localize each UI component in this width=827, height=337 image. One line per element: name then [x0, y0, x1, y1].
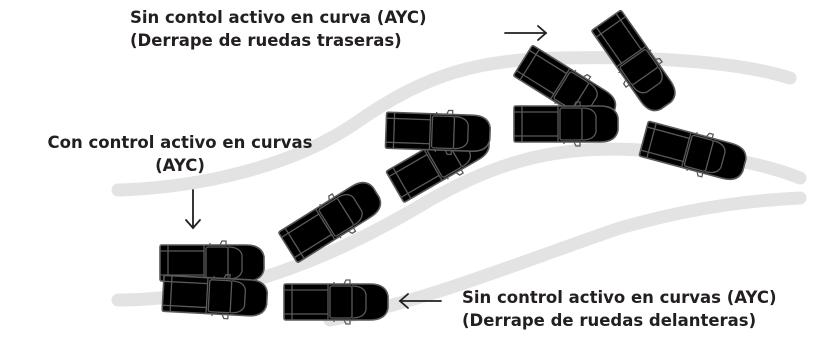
caption-understeer-line2: (Derrape de ruedas delanteras)	[462, 311, 757, 330]
truck-oversteer-ghost-1	[384, 107, 492, 157]
road-lower-curve	[323, 191, 807, 327]
caption-oversteer: Sin contol activo en curva (AYC) (Derrap…	[130, 6, 427, 52]
truck-oversteer-2	[637, 116, 751, 188]
arrow-right-icon	[504, 25, 548, 41]
road-upper-curve	[111, 51, 797, 197]
caption-oversteer-line1: Sin contol activo en curva (AYC)	[130, 8, 427, 27]
truck-oversteer-1	[513, 101, 619, 147]
truck-understeer-ghost-2	[283, 279, 389, 325]
caption-oversteer-line2: (Derrape de ruedas traseras)	[130, 31, 402, 50]
caption-ayc-line2: (AYC)	[155, 156, 205, 175]
caption-understeer-line1: Sin control activo en curvas (AYC)	[462, 288, 777, 307]
caption-ayc: Con control activo en curvas (AYC)	[34, 131, 326, 177]
caption-understeer: Sin control activo en curvas (AYC) (Derr…	[462, 286, 777, 332]
arrow-down-icon	[185, 189, 201, 230]
arrow-left-icon	[398, 293, 442, 309]
caption-ayc-line1: Con control activo en curvas	[47, 133, 313, 152]
